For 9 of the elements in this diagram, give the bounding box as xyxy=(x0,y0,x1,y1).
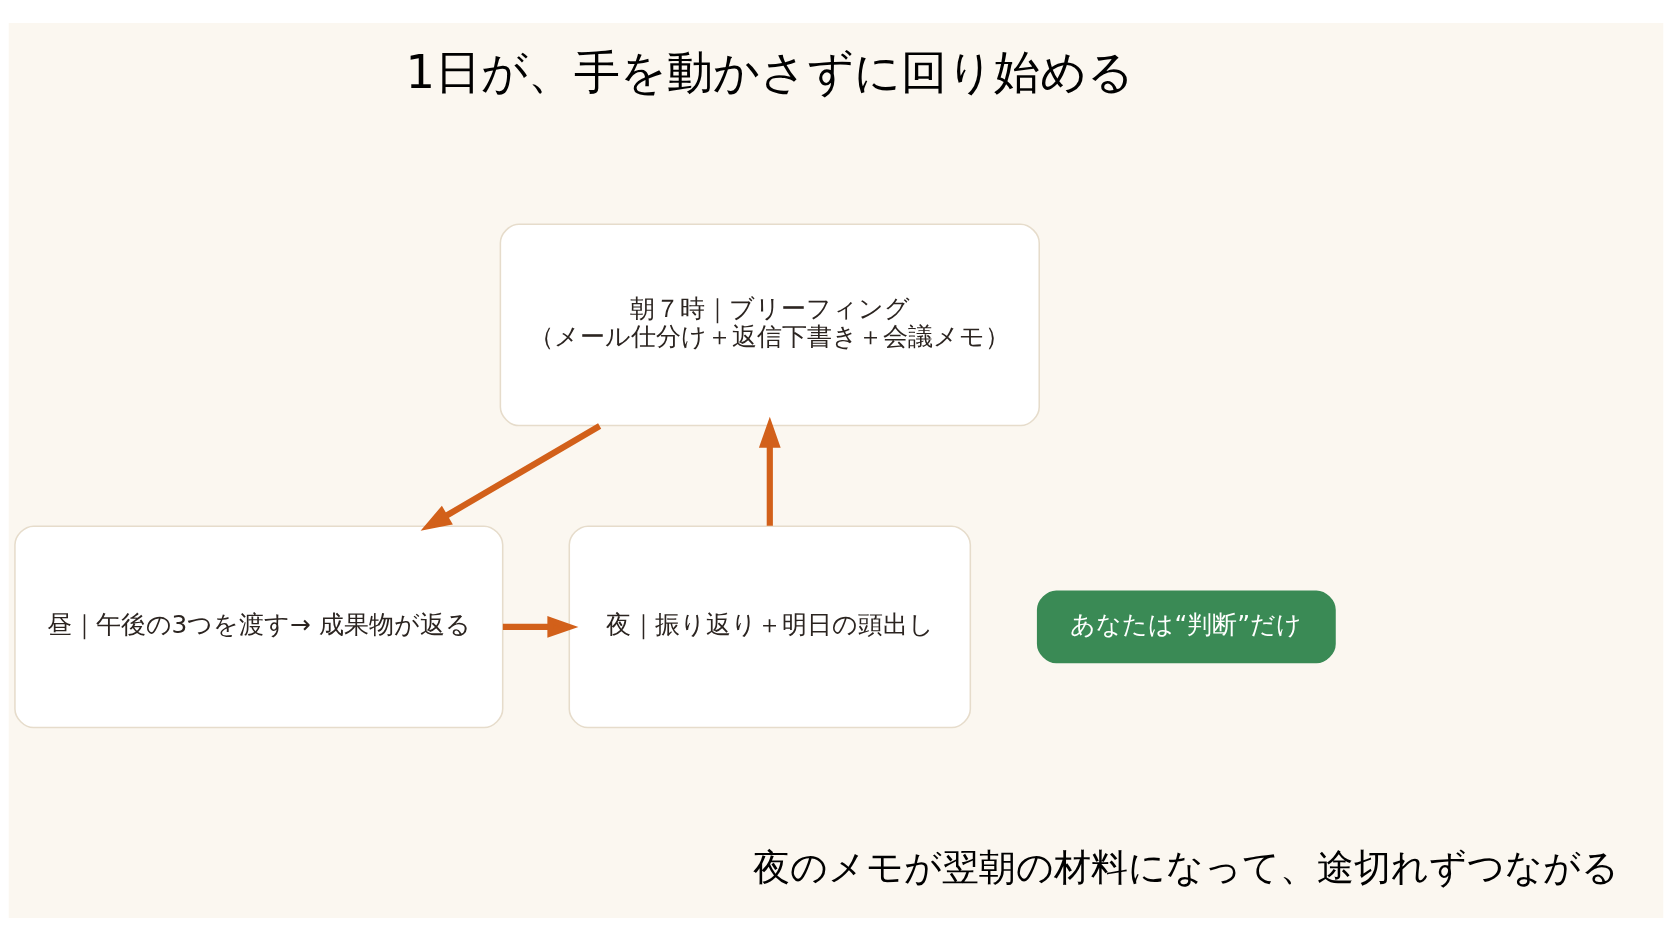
arrow xyxy=(502,616,579,638)
node-box: あなたは“判断”だけ xyxy=(1036,590,1336,664)
node-box: 昼｜午後の3つを渡す→ 成果物が返る xyxy=(14,525,504,729)
arrow xyxy=(758,416,781,526)
diagram-title: 1日が、手を動かさずに回り始める xyxy=(405,45,1135,100)
caption: 夜のメモが翌朝の材料になって、途切れずつながる xyxy=(753,845,1620,889)
arrow xyxy=(420,423,602,531)
node-box: 朝７時｜ブリーフィング （メール仕分け＋返信下書き＋会議メモ） xyxy=(499,223,1040,427)
node-box: 夜｜振り返り＋明日の頭出し xyxy=(568,525,972,729)
